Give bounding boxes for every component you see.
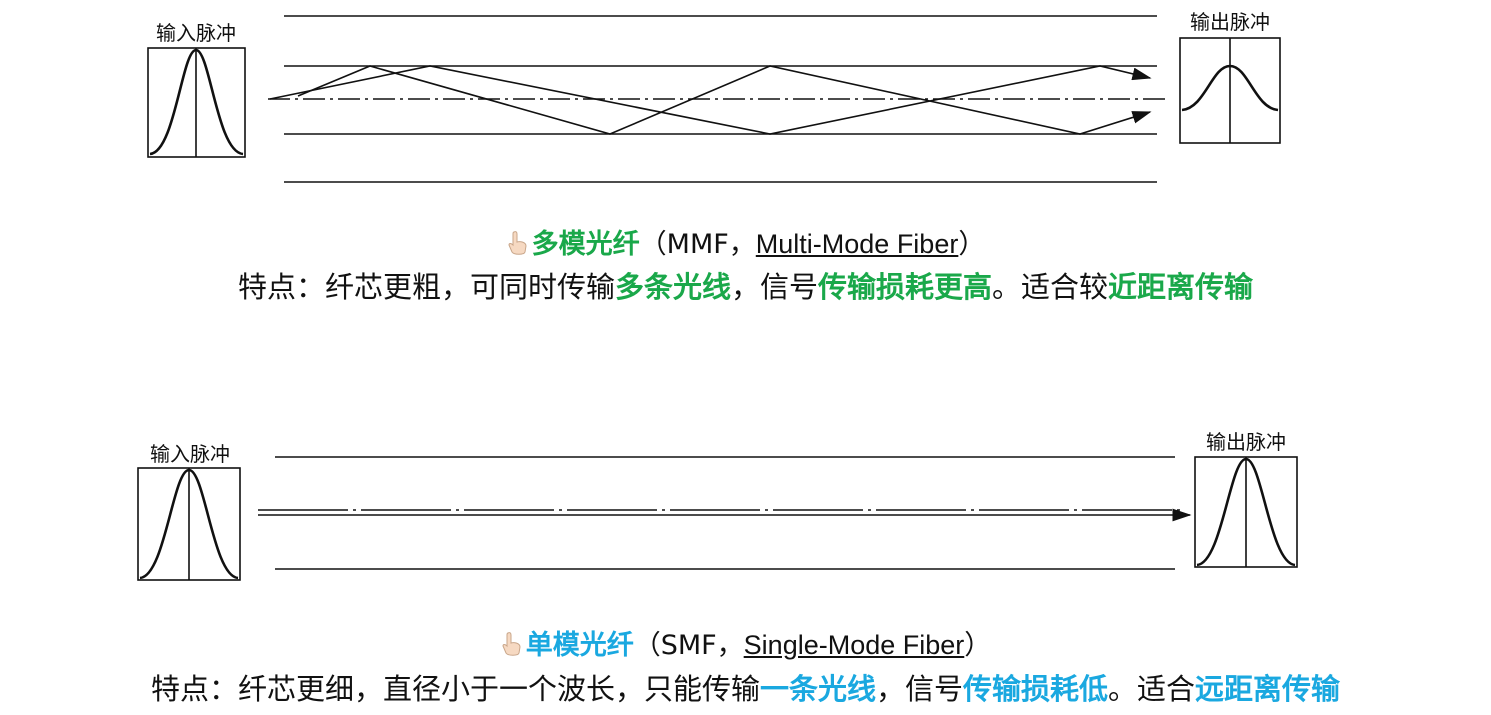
desc-highlight: 多条光线 <box>614 270 731 304</box>
light-ray <box>269 65 1152 135</box>
smf-output-pulse <box>1196 457 1296 567</box>
smf-input-pulse <box>139 468 239 580</box>
desc-text: 。适合较 <box>992 270 1109 304</box>
desc-text: ，信号 <box>875 672 963 706</box>
smf-title: 单模光纤（SMF，Single-Mode Fiber） <box>0 623 1491 662</box>
desc-text: 。适合 <box>1108 672 1196 706</box>
mmf-description: 特点：纤芯更粗，可同时传输多条光线，信号传输损耗更高。适合较近距离传输 <box>0 264 1491 306</box>
title-paren: （MMF， <box>639 229 756 260</box>
desc-text: 特点：纤芯更细，直径小于一个波长，只能传输 <box>150 672 760 706</box>
desc-highlight: 一条光线 <box>759 672 876 706</box>
mmf-output-pulse <box>1181 64 1279 112</box>
smf-title-cn: 单模光纤 <box>525 630 634 661</box>
mmf-input-label: 输入脉冲 <box>156 21 236 45</box>
pointing-hand-icon <box>506 230 528 256</box>
desc-highlight: 传输损耗更高 <box>818 270 993 304</box>
pointing-hand-icon <box>500 631 522 657</box>
title-paren: （SMF， <box>633 630 744 661</box>
mmf-title-cn: 多模光纤 <box>531 229 640 260</box>
smf-input-label: 输入脉冲 <box>150 442 230 466</box>
mmf-diagram <box>147 15 1281 183</box>
mmf-input-pulse <box>149 48 244 156</box>
desc-highlight: 传输损耗低 <box>963 672 1109 706</box>
smf-description: 特点：纤芯更细，直径小于一个波长，只能传输一条光线，信号传输损耗低。适合远距离传… <box>0 666 1491 708</box>
mmf-title-en: Multi-Mode Fiber <box>755 229 959 259</box>
smf-title-en: Single-Mode Fiber <box>743 630 965 660</box>
mmf-output-label: 输出脉冲 <box>1190 10 1270 34</box>
light-ray <box>297 65 1152 135</box>
desc-text: 特点：纤芯更粗，可同时传输 <box>237 270 615 304</box>
smf-output-label: 输出脉冲 <box>1206 430 1286 454</box>
desc-highlight: 近距离传输 <box>1108 270 1254 304</box>
desc-text: ，信号 <box>730 270 818 304</box>
smf-diagram <box>137 456 1298 581</box>
desc-highlight: 远距离传输 <box>1195 672 1341 706</box>
mmf-title: 多模光纤（MMF，Multi-Mode Fiber） <box>0 222 1491 261</box>
title-paren: ） <box>958 229 986 260</box>
title-paren: ） <box>964 630 992 661</box>
